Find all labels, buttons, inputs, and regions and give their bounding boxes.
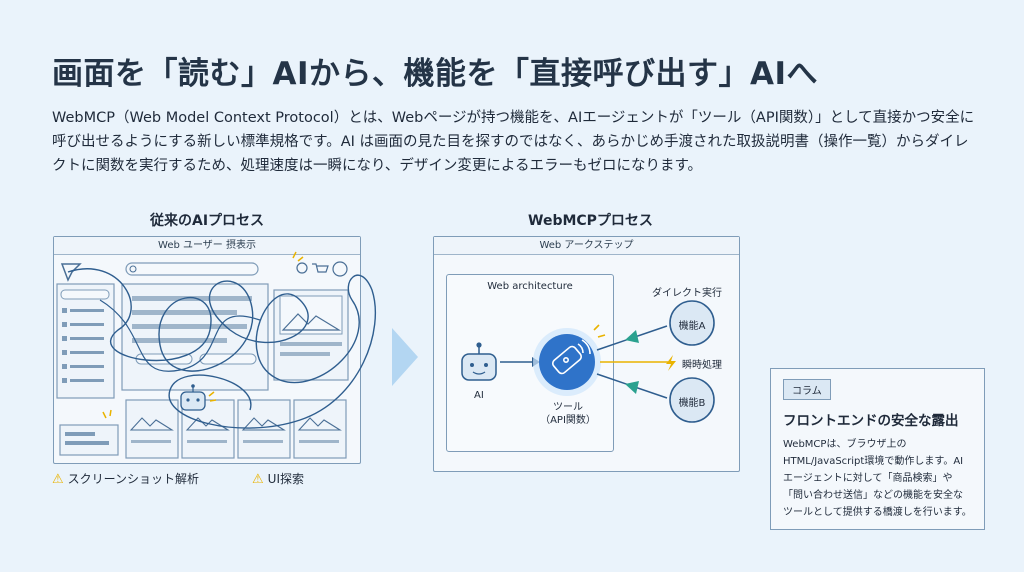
column-tag: コラム <box>783 379 831 400</box>
intro-paragraph: WebMCP（Web Model Context Protocol）とは、Web… <box>52 110 975 174</box>
warn-ui: ⚠UI探索 <box>252 470 304 487</box>
instant-label: 瞬時処理 <box>682 360 722 371</box>
legacy-panel-title: Web ユーザー 摂表示 <box>54 237 360 255</box>
warning-icon: ⚠ <box>252 472 264 487</box>
page-title: 画面を「読む」AIから、機能を「直接呼び出す」AIへ <box>52 56 819 92</box>
warning-icon: ⚠ <box>52 472 64 487</box>
tool-to-func-b-arrow <box>596 373 668 399</box>
tool-sub-label: （API関数） <box>540 415 596 426</box>
legacy-heading: 従来のAIプロセス <box>150 213 265 229</box>
warn-screenshot-label: スクリーンショット解析 <box>67 472 200 486</box>
func-a-label: 機能A <box>678 321 706 332</box>
web-architecture-label: Web architecture <box>487 281 573 292</box>
tool-to-func-a-arrow <box>596 325 668 351</box>
webmcp-heading: WebMCPプロセス <box>528 213 653 229</box>
warn-ui-label: UI探索 <box>267 472 304 486</box>
ai-robot-icon <box>461 342 497 381</box>
column-heading: フロントエンドの安全な露出 <box>783 413 959 429</box>
tool-remote-icon <box>551 339 591 375</box>
legacy-browser-panel: Web ユーザー 摂表示 <box>53 236 361 464</box>
webmcp-panel: Web アークステップ <box>433 236 740 472</box>
tool-label: ツール <box>553 402 583 413</box>
warn-screenshot: ⚠スクリーンショット解析 <box>52 470 199 487</box>
column-box: コラム フロントエンドの安全な露出 WebMCPは、ブラウザ上のHTML/Jav… <box>770 368 985 530</box>
lightning-icon <box>666 355 676 371</box>
column-body: WebMCPは、ブラウザ上のHTML/JavaScript環境で動作します。AI… <box>783 439 972 518</box>
transition-arrow <box>392 328 418 386</box>
direct-exec-label: ダイレクト実行 <box>652 288 722 299</box>
webmcp-panel-title: Web アークステップ <box>434 237 739 255</box>
tool-node <box>539 334 595 390</box>
ai-label: AI <box>474 390 484 401</box>
func-b-label: 機能B <box>678 398 706 409</box>
